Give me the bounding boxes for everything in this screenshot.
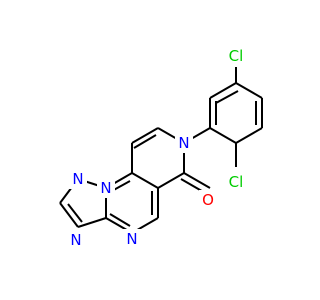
bond [59,202,79,228]
atom-label-cl: Cl [229,173,244,191]
atom-label-o: O [202,191,214,209]
bond [67,203,83,223]
structure-canvas: Cl Cl N O N N [59,46,263,250]
bond [109,213,131,227]
chlorine-atom-top: Cl [224,46,248,66]
bond [209,82,237,99]
bond [157,172,185,189]
oxygen-atom: O [199,190,217,210]
nitrogen-atom-ring: N [175,133,193,153]
atom-label-n: N [100,179,111,197]
atom-label-n: N [72,170,83,188]
atom-label-n: N [126,230,137,248]
bond [183,172,211,189]
nitrogen-atom-bridge: N [97,178,115,198]
bond [77,217,107,228]
bond [215,90,239,104]
nitrogen-atom-triazole-top: N [69,169,87,189]
atom-labels: Cl Cl N O N N [67,46,248,250]
nitrogen-atom-pyrimidine: N [123,229,141,249]
bond [235,82,263,99]
molecule-structure: Cl Cl N O N N [59,46,263,250]
atom-label-n: N [178,134,189,152]
bond [209,127,237,144]
bond [133,134,157,149]
bonds [59,67,263,234]
atom-label-cl: Cl [229,47,244,65]
bond [131,172,159,189]
bond [235,127,263,144]
nitrogen-atom-triazole-left: N [67,230,85,250]
chlorine-atom-bottom: Cl [224,172,248,192]
atom-label-n: N [70,231,81,249]
bond [131,127,159,144]
